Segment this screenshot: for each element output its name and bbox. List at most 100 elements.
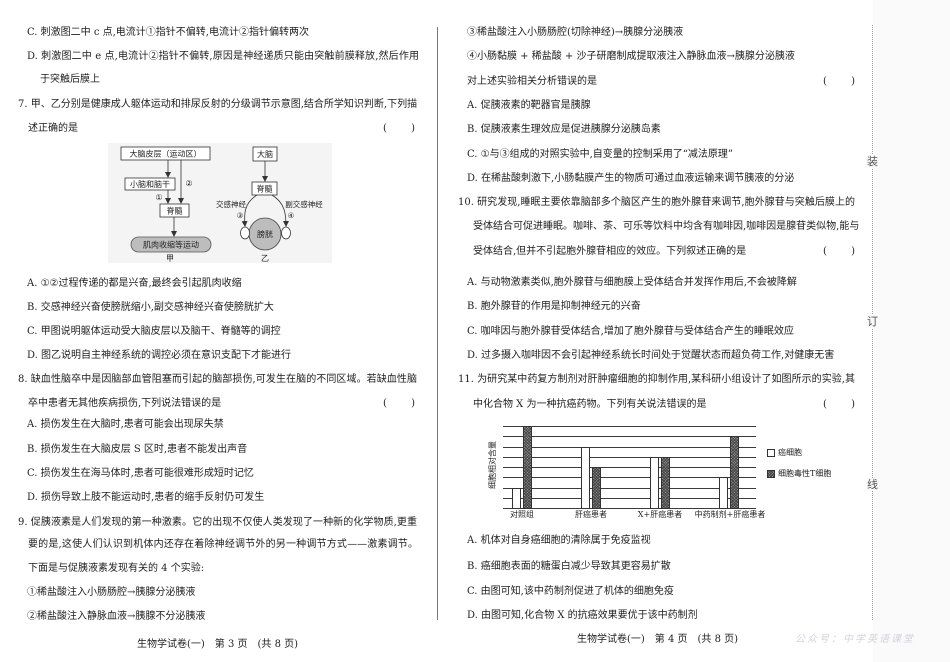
page-divider (437, 27, 438, 620)
chart-category-label: X+肝癌患者 (637, 510, 683, 519)
label-sympathetic: 交感神经 (216, 199, 246, 209)
chart-gridline (503, 487, 756, 489)
chart-y-axis-label: 细胞相对含量 (488, 441, 497, 489)
q11-stem-line2: 中化合物 X 为一种抗癌药物。下列有关说法错误的是 (473, 399, 707, 410)
q8-stem-line2: 卒中患者无其他疾病损伤,下列说法错误的是 (28, 398, 222, 409)
q8-option-a: A. 损伤发生在大脑时,患者可能会出现尿失禁 (27, 419, 224, 430)
box-spinal-cord-yi (251, 181, 278, 196)
q10-option-b: B. 胞外腺苷的作用是抑制神经元的兴奋 (467, 301, 641, 312)
label-path-2: ② (185, 179, 192, 188)
q9-option-d: D. 在稀盐酸刺激下,小肠黏膜产生的物质可通过血液运输来调节胰液的分泌 (467, 173, 795, 184)
chart-bar (719, 477, 728, 509)
chart-gridline (503, 426, 756, 427)
q10-option-d: D. 过多摄入咖啡因不会引起神经系统长时间处于觉醒状态而超负荷工作,对健康无害 (467, 350, 835, 361)
label-muscle-contraction: 肌肉收缩等运动 (143, 240, 199, 250)
curve-parasympathetic (271, 194, 289, 227)
box-cortex (120, 146, 211, 161)
q7-stem-line2: 述正确的是 (28, 123, 78, 134)
q9-option-b: B. 促胰液素生理效应是促进胰腺分泌胰岛素 (467, 124, 661, 135)
q8-option-c: C. 损伤发生在海马体时,患者可能很难形成短时记忆 (27, 468, 254, 479)
q9-option-c: C. ①与③组成的对照实验中,自变量的控制采用了“减法原理” (467, 149, 734, 160)
box-cerebellum-brainstem (124, 177, 176, 191)
label-path-1: ① (155, 193, 162, 202)
q7-option-d: D. 图乙说明自主神经系统的调控必须在意识支配下才能进行 (27, 350, 292, 361)
q10-answer-bracket: ( ) (823, 246, 855, 257)
q7-reflex-diagram: 大脑皮层（运动区） ② 小脑和脑干 ① 脊髓 肌肉收缩等运动 甲 大脑 脊髓 (108, 143, 332, 263)
legend-label: 细胞毒性T细胞 (778, 469, 832, 478)
sphincter-right (281, 226, 291, 240)
q11-option-b: B. 癌细胞表面的糖蛋白减少导致其更容易扩散 (467, 561, 671, 572)
q11-option-a: A. 机体对自身癌细胞的清除属于免疫监视 (467, 535, 651, 546)
page-4-footer: 生物学试卷(一) 第 4 页 (共 8 页) (577, 634, 739, 645)
q7-stem-line1: 7. 甲、乙分别是健康成人躯体运动和排尿反射的分级调节示意图,结合所学知识判断,… (18, 99, 418, 110)
q11-answer-bracket: ( ) (823, 399, 855, 410)
caption-jia: 甲 (166, 254, 174, 263)
label-path-3: ③ (237, 211, 244, 220)
q10-stem-line2: 受体结合可促进睡眠。咖啡、茶、可乐等饮料中均含有咖啡因,咖啡因是腺苷类似物,能与 (473, 221, 860, 232)
chart-category-label: 中药制剂+肝癌患者 (694, 510, 766, 519)
label-path-4: ④ (288, 211, 295, 220)
chart-bar (512, 487, 521, 509)
diagram-jia: 大脑皮层（运动区） ② 小脑和脑干 ① 脊髓 肌肉收缩等运动 甲 (120, 146, 212, 263)
legend-swatch-white (767, 449, 775, 457)
q9-answer-bracket: ( ) (823, 76, 855, 87)
page-3-footer: 生物学试卷(一) 第 3 页 (共 8 页) (137, 639, 299, 650)
chart-bar (592, 467, 601, 509)
q9-experiment-1: ①稀盐酸注入小肠肠腔→胰腺分泌胰液 (27, 587, 196, 598)
chart-category-label: 肝癌患者 (575, 510, 607, 519)
sphincter-left (240, 226, 250, 240)
q7-answer-bracket: ( ) (383, 123, 415, 134)
q9-stem-line3: 下面是与促胰液素发现有关的 4 个实验: (28, 563, 205, 574)
pill-muscle-contraction (130, 236, 212, 253)
chart-bar (661, 456, 670, 509)
q9-experiment-3: ③稀盐酸注入小肠肠腔(切除神经)→胰腺分泌胰液 (467, 27, 684, 38)
binding-mark-xian: 线 (866, 478, 879, 491)
q8-option-b: B. 损伤发生在大脑皮层 S 区时,患者不能发出声音 (27, 444, 248, 455)
q10-option-c: C. 咖啡因与胞外腺苷受体结合,增加了胞外腺苷与受体结合产生的睡眠效应 (467, 326, 794, 337)
q7-option-a: A. ①②过程传递的都是兴奋,最终会引起肌肉收缩 (27, 278, 242, 289)
label-parasympathetic: 副交感神经 (285, 199, 323, 209)
q11-stem-line1: 11. 为研究某中药复方制剂对肝肿瘤细胞的抑制作用,某科研小组设计了如图所示的实… (458, 374, 855, 385)
bar-chart: 细胞相对含量 对照组 肝癌患者 X+肝癌患者 中药制剂+肝癌患者 癌细胞 细胞毒… (480, 420, 831, 525)
chart-gridline (503, 436, 756, 438)
q10-stem-line1: 10. 研究发现,睡眠主要依靠脑部多个脑区产生的胞外腺苷来调节,胞外腺苷与突触后… (458, 197, 855, 208)
chart-gridline (503, 467, 756, 468)
chart-bar (581, 446, 590, 509)
q6-option-d-line1: D. 刺激图二中 e 点,电流计②指针不偏转,原因是神经递质只能由突触前膜释放,… (27, 51, 419, 62)
binding-margin-band (873, 0, 950, 662)
q7-option-b: B. 交感神经兴奋使膀胱缩小,副交感神经兴奋使膀胱扩大 (27, 302, 274, 313)
q9-stem-line1: 9. 促胰液素是人们发现的第一种激素。它的出现不仅使人类发现了一种新的化学物质,… (18, 517, 417, 528)
q9-prompt: 对上述实验相关分析错误的是 (467, 76, 597, 87)
chart-category-label: 对照组 (510, 510, 534, 519)
q9-option-a: A. 促胰液素的靶器官是胰腺 (467, 100, 591, 111)
q8-option-d: D. 损伤导致上肢不能运动时,患者的缩手反射仍可发生 (27, 492, 265, 503)
chart-gridline (503, 446, 756, 448)
chart-bar (523, 426, 532, 509)
q9-experiment-2: ②稀盐酸注入静脉血液→胰腺不分泌胰液 (27, 611, 206, 622)
chart-gridline (503, 456, 756, 458)
label-brain: 大脑 (257, 149, 273, 159)
q9-stem-line2: 要的是,这使人们认识到机体内还存在着除神经调节外的另一种调节方式——激素调节。 (28, 539, 418, 550)
q9-experiment-4: ④小肠黏膜 + 稀盐酸 + 沙子研磨制成提取液注入静脉血液→胰腺分泌胰液 (467, 51, 795, 62)
q6-option-d-line2: 于突触后膜上 (40, 74, 100, 85)
q10-option-a: A. 与动物激素类似,胞外腺苷与细胞膜上受体结合并发挥作用后,不会被降解 (467, 277, 797, 288)
chart-gridline (503, 508, 756, 509)
binding-mark-ding: 订 (866, 315, 879, 328)
legend-label: 癌细胞 (778, 448, 802, 457)
q11-option-d: D. 由图可知,化合物 X 的抗癌效果要优于该中药制剂 (467, 610, 698, 621)
label-bladder: 膀胱 (257, 229, 273, 239)
chart-gridline (503, 477, 756, 479)
q8-answer-bracket: ( ) (383, 398, 415, 409)
label-cortex: 大脑皮层（运动区） (130, 149, 202, 159)
legend-swatch-hatched (767, 470, 775, 478)
diagram-yi: 大脑 脊髓 交感神经 副交感神经 ③ ④ 膀胱 乙 (216, 146, 323, 263)
q11-option-c: C. 由图可知,该中药制剂促进了机体的细胞免疫 (467, 586, 674, 597)
curve-sympathetic (241, 194, 258, 227)
q8-stem-line1: 8. 缺血性脑卒中是因脑部血管阻塞而引起的脑部损伤,可发生在脑的不同区域。若缺血… (18, 374, 417, 385)
label-spinal-cord-yi: 脊髓 (257, 184, 273, 194)
q7-option-c: C. 甲图说明躯体运动受大脑皮层以及脑干、脊髓等的调控 (27, 326, 281, 337)
label-spinal-cord-jia: 脊髓 (167, 206, 183, 216)
label-cerebellum-brainstem: 小脑和脑干 (130, 179, 170, 189)
chart-bar (730, 436, 739, 509)
caption-yi: 乙 (261, 254, 269, 263)
